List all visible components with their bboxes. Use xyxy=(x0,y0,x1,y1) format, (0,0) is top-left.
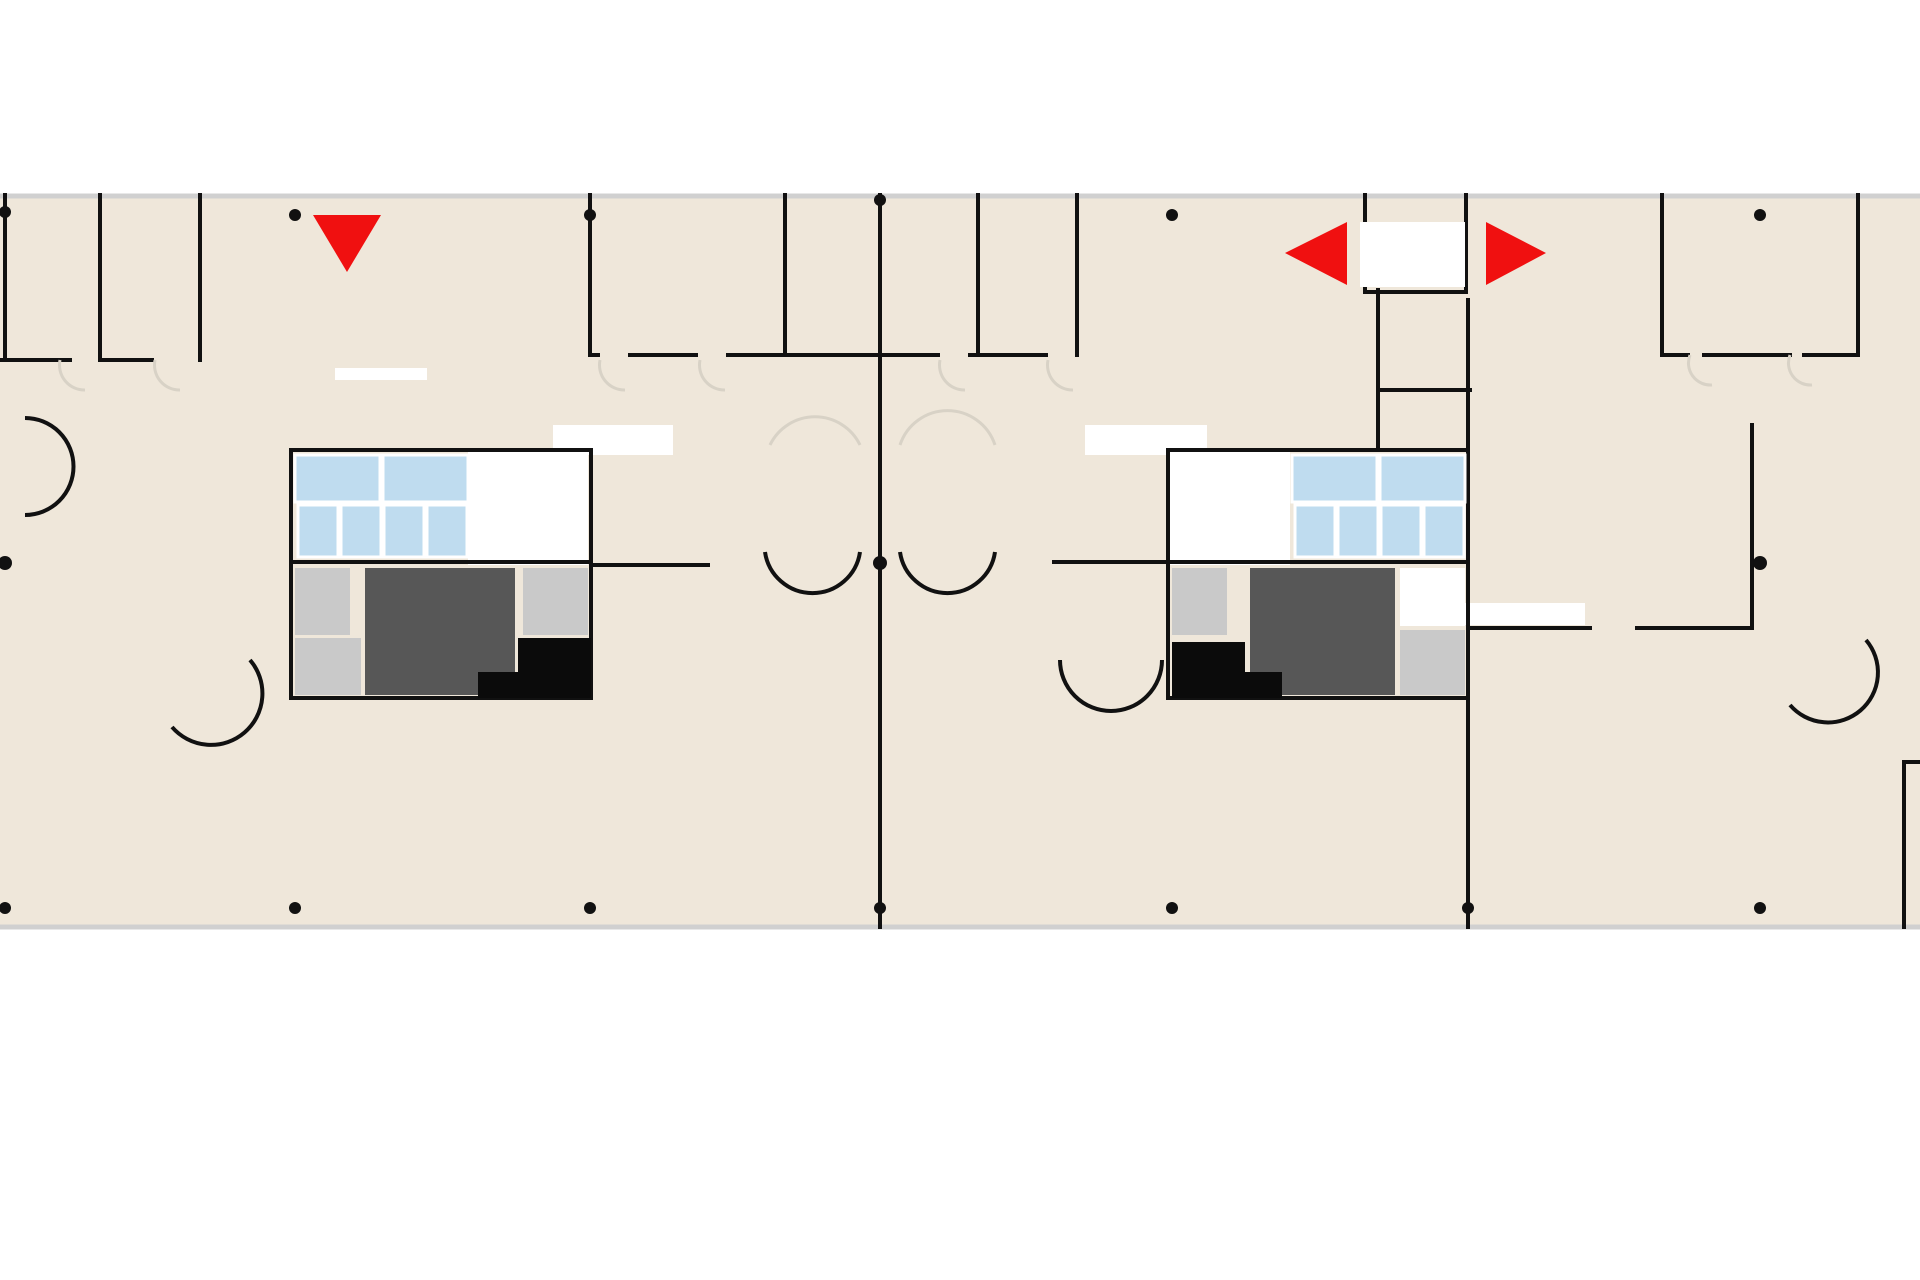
wc-unit xyxy=(381,453,470,504)
entrance-arrow-left-icon xyxy=(1285,222,1347,285)
wc-unit xyxy=(1422,503,1466,559)
door-swings xyxy=(24,354,1880,747)
structural-columns xyxy=(0,194,1767,914)
entrance-arrow-right-icon xyxy=(1486,222,1546,285)
wc-unit xyxy=(1293,503,1337,559)
wc-unit xyxy=(1336,503,1380,559)
core-west xyxy=(289,448,593,700)
partition-walls xyxy=(0,193,1920,929)
reception-counters xyxy=(335,222,1585,625)
wc-unit xyxy=(1379,503,1423,559)
wc-unit xyxy=(293,453,382,504)
wc-unit xyxy=(382,503,426,559)
floor-area xyxy=(0,195,1920,927)
wc-unit xyxy=(1290,453,1379,504)
wc-unit xyxy=(425,503,469,559)
wc-unit xyxy=(1378,453,1467,504)
entrance-arrow-down-icon xyxy=(313,215,381,272)
wc-unit xyxy=(296,503,340,559)
core-east xyxy=(1166,448,1470,700)
wc-unit xyxy=(339,503,383,559)
